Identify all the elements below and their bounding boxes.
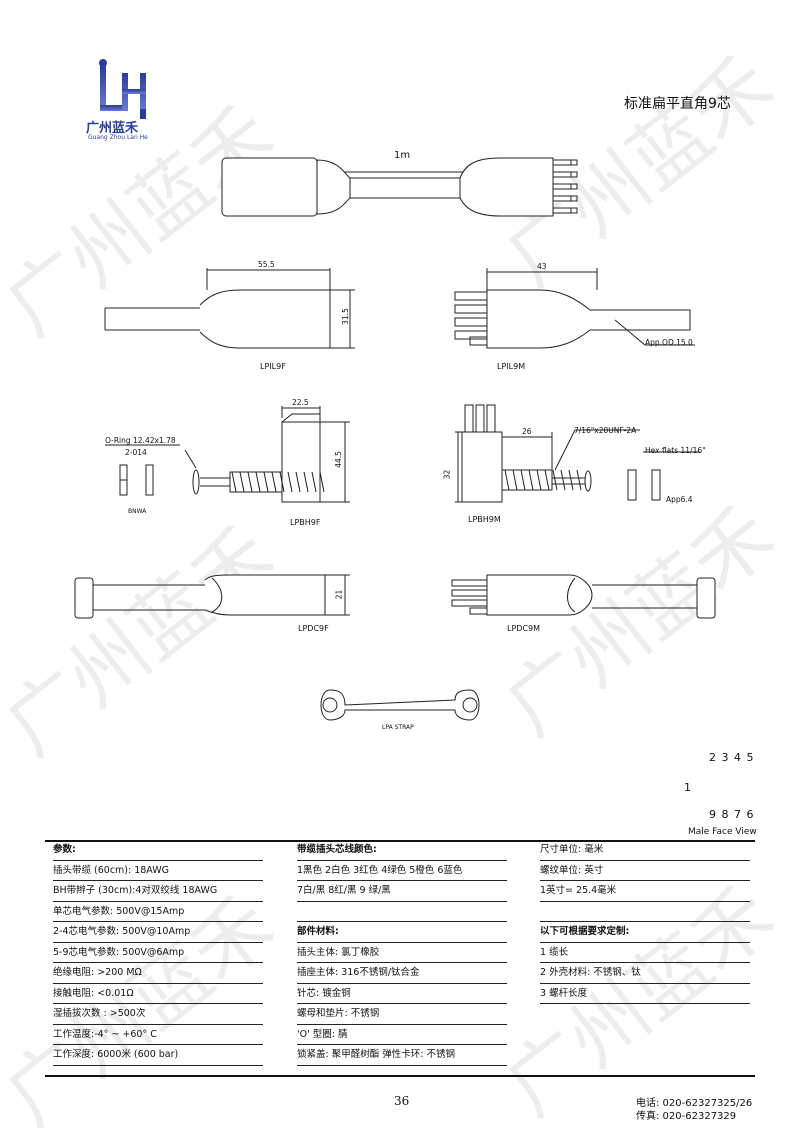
spec-row: 插座主体: 316不锈钢/钛合金: [297, 963, 507, 984]
lpil9f-name: LPIL9F: [260, 362, 286, 371]
spec-row: 锁紧盖: 聚甲醛树酯 弹性卡环: 不锈钢: [297, 1045, 507, 1066]
pinout-left: 1: [684, 781, 691, 794]
spec-row: 参数:: [53, 840, 263, 861]
spec-row: 针芯: 镀金铜: [297, 984, 507, 1004]
spec-row: 部件材料:: [297, 922, 507, 943]
lpbh9m-height: 32: [442, 469, 452, 480]
pinout-bottom: 9 8 7 6: [709, 808, 755, 821]
spec-row: 绝缘电阻: >200 MΩ: [53, 963, 263, 984]
logo: 广州蓝禾 Guang Zhou Lan He: [82, 55, 162, 145]
lpbh9f-width: 22.5: [292, 398, 309, 407]
spec-row: [540, 902, 750, 922]
spec-row: 5-9芯电气参数: 500V@6Amp: [53, 943, 263, 963]
spec-row: 1英寸= 25.4毫米: [540, 881, 750, 902]
lpdc9m-name: LPDC9M: [507, 624, 541, 633]
table-top-rule: [45, 840, 755, 842]
spec-row: 工作温度:-4° ~ +60° C: [53, 1025, 263, 1045]
lpbh9f-oring: O-Ring 12.42x1.78: [105, 436, 176, 445]
spec-row: 'O' 型圈: 腈: [297, 1025, 507, 1045]
spec-row: [297, 902, 507, 922]
spec-row: 接触电阻: <0.01Ω: [53, 984, 263, 1004]
lpil9m-od: App.OD.15.0: [645, 338, 693, 347]
spec-row: 7白/黑 8红/黑 9 绿/黑: [297, 881, 507, 902]
lpbh9f-oring2: 2-014: [125, 448, 147, 457]
spec-row: 螺母和垫片: 不锈钢: [297, 1004, 507, 1025]
spec-row: 单芯电气参数: 500V@15Amp: [53, 902, 263, 922]
spec-row: 1 缆长: [540, 943, 750, 963]
lpdc9f-name: LPDC9F: [298, 624, 329, 633]
spec-row: 插头带缆 (60cm): 18AWG: [53, 861, 263, 881]
lpbh9f-height: 44.5: [333, 451, 343, 468]
lpbh9m-hex: Hex flats 11/16": [645, 446, 706, 455]
lpil9f-height: 31.5: [340, 308, 350, 325]
cable-length-label: 1m: [394, 150, 411, 161]
lpbh9m-thread: 7/16"x20UNF-2A: [574, 426, 637, 435]
lpil9m-name: LPIL9M: [497, 362, 526, 371]
spec-row: 带缆插头芯线颜色:: [297, 840, 507, 861]
logo-en: Guang Zhou Lan He: [88, 134, 148, 141]
contact-fax: 传真: 020-62327329: [636, 1111, 737, 1122]
lpbh9m-name: LPBH9M: [468, 515, 501, 524]
lpbh9f-name: LPBH9F: [290, 518, 321, 527]
lpil9f-width: 55.5: [258, 260, 275, 269]
pinout-caption: Male Face View: [688, 827, 757, 837]
spec-row: 湿插拔次数 : >500次: [53, 1004, 263, 1025]
spec-row: 2-4芯电气参数: 500V@10Amp: [53, 922, 263, 943]
lpbh9m-width: 26: [522, 427, 532, 436]
lpdc9f-height: 21: [334, 589, 344, 600]
strap-name: LPA STRAP: [382, 724, 414, 731]
spec-row: BH带辫子 (30cm):4对双绞线 18AWG: [53, 881, 263, 902]
technical-drawings: [74, 157, 716, 721]
spec-row: 3 螺杆长度: [540, 984, 750, 1004]
logo-cn: 广州蓝禾: [86, 121, 139, 136]
lpil9m-width: 43: [537, 262, 547, 271]
page-title: 标准扁平直角9芯: [624, 96, 731, 112]
lpbh9m-app: App6.4: [666, 495, 693, 504]
spec-row: 2 外壳材料: 不锈钢、钛: [540, 963, 750, 984]
spec-row: 尺寸单位: 毫米: [540, 840, 750, 861]
spec-row: 1黑色 2白色 3红色 4绿色 5橙色 6蓝色: [297, 861, 507, 881]
spec-row: 以下可根据要求定制:: [540, 922, 750, 943]
spec-row: 工作深度: 6000米 (600 bar): [53, 1045, 263, 1066]
table-bottom-rule: [45, 1075, 755, 1077]
spec-row: 螺纹单位: 英寸: [540, 861, 750, 881]
contact-tel: 电话: 020-62327325/26: [636, 1098, 753, 1109]
pinout-top: 2 3 4 5: [709, 751, 755, 764]
lpbh9f-bnwa: BNWA: [128, 508, 147, 515]
page-number: 36: [394, 1094, 410, 1108]
spec-row: 插头主体: 氯丁橡胶: [297, 943, 507, 963]
